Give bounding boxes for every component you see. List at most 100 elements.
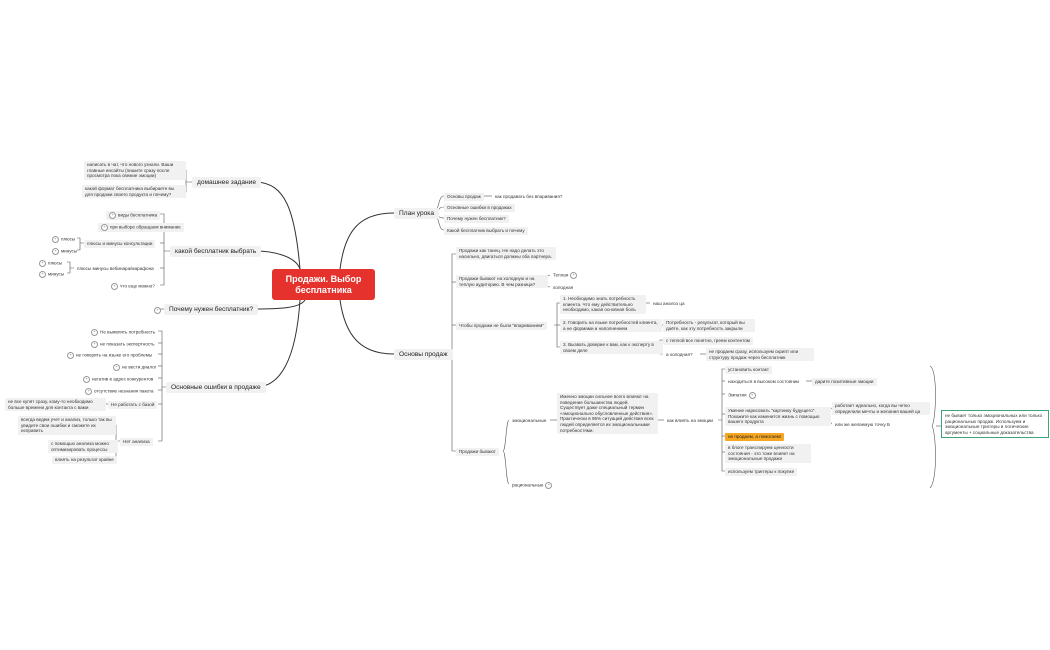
mistake-1-label: Не выявлять потребность — [100, 329, 156, 335]
expand-count-badge[interactable]: + — [39, 260, 46, 267]
affect-give-positive-label: дарите позитивные эмоции — [815, 379, 874, 384]
basics-not-pushy[interactable]: Чтобы продажи не были "впариванием" — [456, 322, 547, 330]
expand-count-badge[interactable]: + — [91, 329, 98, 336]
expand-count-badge[interactable]: + — [91, 341, 98, 348]
homework-task-1-label: написать в чат, что нового узнали. Ваши … — [87, 162, 174, 179]
mistake-3[interactable]: +не говорить на языке его проблемы — [64, 351, 155, 360]
consult-minus[interactable]: +минусы — [49, 247, 80, 256]
topic-homework[interactable]: домашнее задание — [192, 177, 262, 188]
expand-count-badge[interactable]: + — [67, 352, 74, 359]
plan-item-no-push[interactable]: как продавать без впаривания? — [492, 193, 565, 201]
affect-empathy[interactable]: Эмпатия+ — [725, 391, 759, 400]
how-affect[interactable]: как влиять на эмоции — [664, 417, 716, 425]
topic-mistakes[interactable]: Основные ошибки в продаже — [166, 382, 266, 393]
rule-2-note-label: Потребность - результат, который вы даёт… — [666, 320, 745, 331]
expand-count-badge[interactable]: + — [570, 272, 578, 279]
affect-contact[interactable]: установить контакт — [725, 366, 772, 374]
mistake-1[interactable]: +Не выявлять потребность — [88, 328, 158, 337]
expand-count-badge[interactable]: + — [113, 364, 120, 371]
affect-picture[interactable]: Умение нарисовать "картинку будущего". П… — [725, 407, 831, 426]
affect-picture-label: Умение нарисовать "картинку будущего". П… — [728, 408, 820, 425]
node-rational[interactable]: рациональные+ — [509, 481, 555, 490]
basics-cold-warm[interactable]: Продажи бывают на холодную и на теплую а… — [456, 275, 548, 289]
topic-which-free[interactable]: какой бесплатник выбрать — [170, 246, 262, 257]
homework-task-1[interactable]: написать в чат, что нового узнали. Ваши … — [84, 161, 186, 180]
rule-1[interactable]: 1. Необходимо знать потребность клиента.… — [560, 295, 646, 314]
rule-3-cold[interactable]: а холодная? — [663, 351, 696, 359]
mistake-7[interactable]: Не работать с базой — [108, 401, 158, 409]
plan-item-label: Почему нужен бесплатник? — [447, 216, 506, 221]
topic-basics[interactable]: Основы продаж — [394, 349, 453, 360]
sales-are-label: Продажи бывают — [459, 449, 496, 454]
plan-item-mistakes[interactable]: Основные ошибки в продажах — [444, 204, 515, 212]
rule-3-warm[interactable]: с теплой все понятно, греем контентом — [663, 337, 753, 345]
affect-triggers[interactable]: используем триггеры к покупке — [725, 468, 798, 476]
mistake-8-note-3[interactable]: влиять на результат крайне — [52, 456, 117, 464]
affect-give-positive[interactable]: дарите позитивные эмоции — [812, 378, 877, 386]
which-free-consult[interactable]: плюсы и минусы консультации — [84, 240, 156, 248]
webinar-plus[interactable]: +плюсы — [36, 259, 65, 268]
summary-callout[interactable]: не бывает только эмоциональных или тольк… — [941, 410, 1049, 439]
mistake-8-note-2[interactable]: с помощью анализа можно оптимизировать п… — [48, 440, 118, 454]
homework-task-2[interactable]: какой формат бесплатника выбираете вы дл… — [82, 185, 186, 199]
rule-2-note[interactable]: Потребность - результат, который вы даёт… — [663, 319, 755, 333]
expand-count-badge[interactable]: + — [52, 236, 59, 243]
central-topic[interactable]: Продажи. Выбор бесплатника — [272, 269, 375, 300]
mistake-2[interactable]: +не показать экспертность — [88, 340, 158, 349]
which-free-webinar[interactable]: плюсы минусы вебинара/марафона — [74, 265, 157, 273]
mistake-7-note[interactable]: не все купят сразу, кому-то необходимо б… — [5, 398, 106, 412]
mistake-8-note-2-label: с помощью анализа можно оптимизировать п… — [51, 441, 109, 452]
mistake-8-note-1[interactable]: всегда ведем учет и анализ, только так в… — [18, 416, 116, 435]
which-free-what-else-label: что еще можно? — [120, 283, 155, 289]
expand-count-badge[interactable]: + — [545, 482, 553, 489]
node-emotional[interactable]: эмоциональные — [509, 417, 549, 425]
node-warm[interactable]: Теплая+ — [550, 271, 580, 280]
which-free-types[interactable]: +виды бесплатника — [106, 211, 161, 220]
plan-item-basics[interactable]: Основы продаж — [444, 193, 484, 201]
mistake-4[interactable]: +не вести диалог — [110, 363, 159, 372]
basics-intro[interactable]: Продажи как танец. Не надо делать это на… — [456, 247, 556, 261]
node-cold-label: холодная — [553, 285, 574, 290]
topic-why-free[interactable]: Почему нужен бесплатник? — [164, 304, 259, 315]
node-cold[interactable]: холодная — [550, 284, 576, 292]
why-free-expander[interactable]: + — [151, 306, 166, 315]
which-free-attention[interactable]: +при выборе обращаем внимание — [98, 223, 184, 232]
webinar-minus[interactable]: +минусы — [36, 270, 67, 279]
affect-high-state-label: находиться в высоком состоянии — [728, 379, 799, 384]
mistake-6[interactable]: +отсутствие незнания пакета — [82, 387, 157, 396]
topic-plan[interactable]: План урока — [394, 208, 439, 219]
plan-item-why-free[interactable]: Почему нужен бесплатник? — [444, 215, 509, 223]
sales-are[interactable]: Продажи бывают — [456, 448, 499, 456]
affect-blogs[interactable]: в блоге транслируем ценности состояния -… — [725, 444, 811, 463]
expand-count-badge[interactable]: + — [85, 388, 92, 395]
rule-1-note[interactable]: наш аналоз ца — [650, 300, 688, 308]
rule-2[interactable]: 2. Говорить на языке потребностей клиент… — [560, 319, 662, 333]
expand-count-badge[interactable]: + — [39, 271, 46, 278]
webinar-minus-label: минусы — [48, 271, 65, 277]
rule-3-cold-note[interactable]: не продаем сразу, используем скрипт или … — [706, 348, 814, 362]
which-free-consult-label: плюсы и минусы консультации — [87, 241, 153, 246]
mistake-3-label: не говорить на языке его проблемы — [76, 352, 153, 358]
consult-plus[interactable]: +плюсы — [49, 235, 78, 244]
picture-note-1[interactable]: работает идеально, когда вы четко опреде… — [832, 402, 930, 416]
mistake-8-label: Нет анализа — [123, 439, 150, 444]
mistake-7-note-label: не все купят сразу, кому-то необходимо б… — [8, 399, 93, 410]
expand-count-badge[interactable]: + — [154, 307, 161, 314]
rule-3[interactable]: 3. Вызвать доверие к вам, как к эксперту… — [560, 341, 663, 355]
expand-count-badge[interactable]: + — [101, 224, 108, 231]
picture-note-2[interactable]: или же желаемую точку Б — [832, 421, 893, 429]
which-free-attention-label: при выборе обращаем внимание — [110, 224, 181, 230]
expand-count-badge[interactable]: + — [111, 283, 118, 290]
plan-item-which-free[interactable]: Какой бесплатник выбрать и почему — [444, 227, 528, 235]
which-free-what-else[interactable]: +что еще можно? — [108, 282, 158, 291]
emotional-desc[interactable]: Именно эмоции сильнее всего влияют на по… — [557, 393, 658, 435]
expand-count-badge[interactable]: + — [83, 376, 90, 383]
mistake-5[interactable]: +негатив в адрес конкурентов — [80, 375, 156, 384]
expand-count-badge[interactable]: + — [52, 248, 59, 255]
mistake-8[interactable]: Нет анализа — [120, 438, 153, 446]
expand-count-badge[interactable]: + — [109, 212, 116, 219]
topic-homework-label: домашнее задание — [197, 179, 257, 186]
affect-high-state[interactable]: находиться в высоком состоянии — [725, 378, 802, 386]
expand-count-badge[interactable]: + — [748, 392, 756, 399]
affect-dont-sell[interactable]: не продаем, а помогаем! — [725, 433, 785, 441]
